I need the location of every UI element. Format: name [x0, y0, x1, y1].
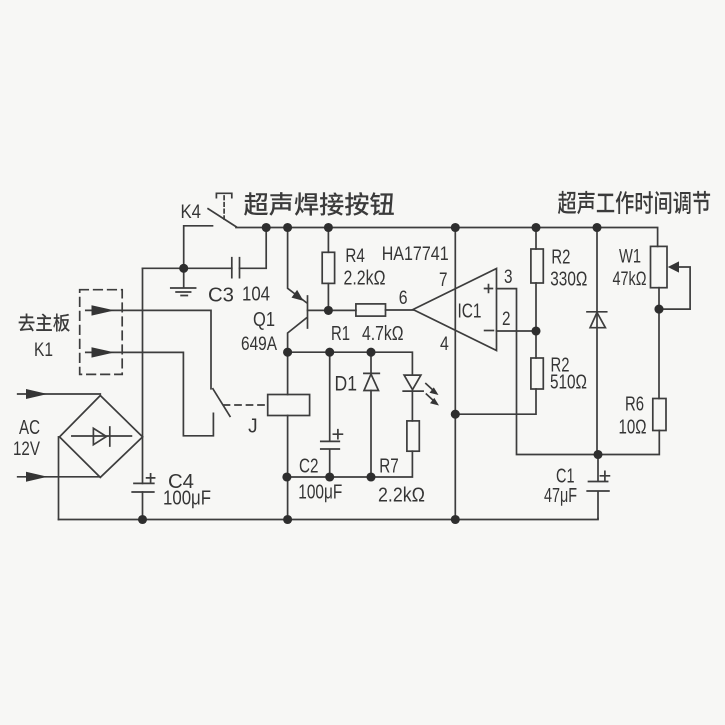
- svg-text:IC1: IC1: [458, 300, 482, 322]
- svg-text:J: J: [248, 415, 257, 438]
- svg-text:330Ω: 330Ω: [550, 268, 587, 290]
- svg-text:R2: R2: [551, 245, 570, 268]
- svg-text:C3: C3: [208, 285, 234, 307]
- svg-text:649A: 649A: [241, 332, 277, 354]
- svg-text:10Ω: 10Ω: [619, 415, 647, 438]
- svg-text:12V: 12V: [13, 437, 40, 459]
- svg-text:510Ω: 510Ω: [550, 371, 587, 393]
- svg-text:D1: D1: [335, 372, 357, 396]
- svg-text:HA17741: HA17741: [382, 243, 449, 265]
- svg-text:R1: R1: [331, 322, 350, 345]
- svg-text:47kΩ: 47kΩ: [613, 268, 647, 289]
- svg-text:C2: C2: [299, 455, 318, 477]
- svg-text:3: 3: [504, 265, 513, 287]
- svg-text:C4: C4: [168, 471, 194, 493]
- svg-text:2.2kΩ: 2.2kΩ: [378, 485, 425, 507]
- svg-text:AC: AC: [19, 416, 40, 439]
- svg-text:C1: C1: [556, 464, 574, 487]
- svg-text:7: 7: [439, 268, 448, 290]
- svg-text:100μF: 100μF: [298, 481, 342, 503]
- svg-text:4.7kΩ: 4.7kΩ: [362, 322, 403, 344]
- svg-text:K1: K1: [34, 338, 53, 360]
- svg-text:4: 4: [440, 333, 449, 355]
- svg-text:6: 6: [399, 287, 408, 309]
- svg-text:2: 2: [502, 307, 511, 329]
- svg-text:R2: R2: [551, 353, 570, 376]
- svg-text:W1: W1: [619, 246, 641, 267]
- svg-text:Q1: Q1: [253, 307, 275, 330]
- svg-text:R6: R6: [625, 392, 644, 415]
- svg-text:47μF: 47μF: [544, 484, 577, 507]
- svg-text:100μF: 100μF: [163, 486, 211, 509]
- svg-text:104: 104: [242, 282, 270, 305]
- svg-text:R4: R4: [345, 244, 365, 266]
- svg-text:K4: K4: [181, 201, 202, 222]
- svg-text:2.2kΩ: 2.2kΩ: [344, 267, 386, 289]
- svg-text:R7: R7: [379, 455, 398, 477]
